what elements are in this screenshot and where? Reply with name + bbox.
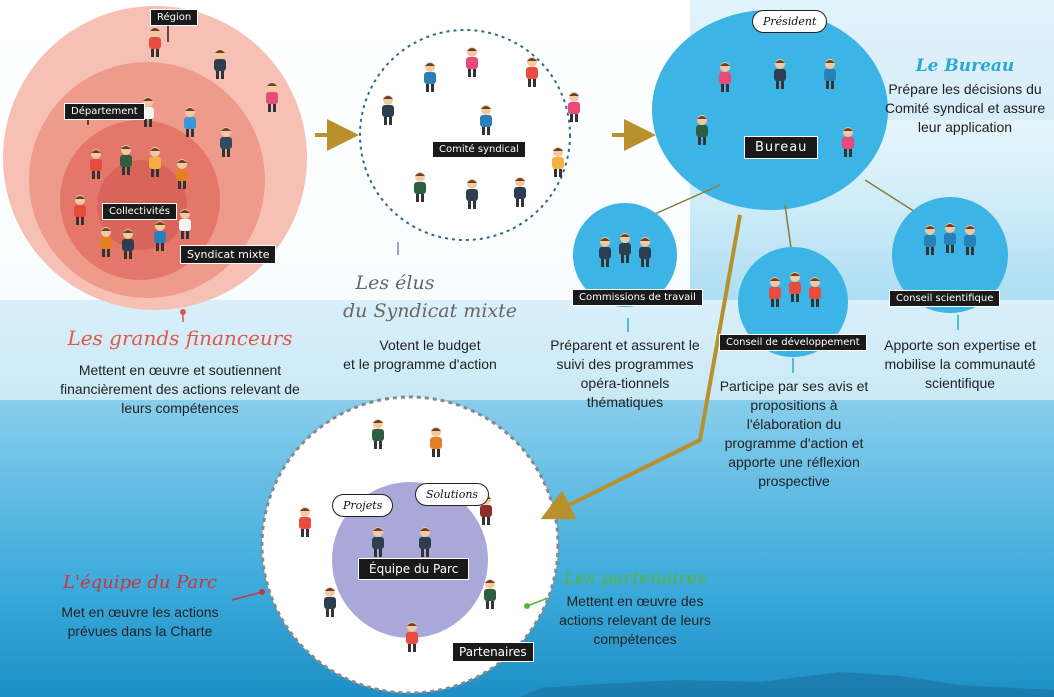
conseil-dev-tag: Conseil de développement xyxy=(719,334,867,351)
person-figure xyxy=(264,81,280,117)
person-figure xyxy=(524,56,540,92)
person-figure xyxy=(597,236,613,272)
person-figure xyxy=(174,158,190,194)
person-figure xyxy=(637,236,653,272)
region-tag: Région xyxy=(150,9,199,26)
person-figure xyxy=(566,91,582,127)
person-figure xyxy=(767,276,783,312)
person-figure xyxy=(428,426,444,462)
financeurs-text: Mettent en œuvre et soutiennent financiè… xyxy=(60,362,300,416)
president-bubble: Président xyxy=(752,10,828,33)
person-figure xyxy=(942,222,958,258)
person-figure xyxy=(694,114,710,150)
syndicat-mixte-tag: Syndicat mixte xyxy=(180,245,277,264)
person-figure xyxy=(88,148,104,184)
person-figure xyxy=(370,526,386,562)
person-figure xyxy=(98,226,114,262)
person-figure xyxy=(380,94,396,130)
person-figure xyxy=(807,276,823,312)
person-figure xyxy=(417,526,433,562)
commissions-text: Préparent et assurent le suivi des progr… xyxy=(550,337,700,410)
person-figure xyxy=(464,46,480,82)
person-figure xyxy=(118,144,134,180)
elus-title-2: du Syndicat mixte xyxy=(343,300,517,322)
person-figure xyxy=(412,171,428,207)
person-figure xyxy=(772,58,788,94)
person-figure xyxy=(787,271,803,307)
partenaires-title: Les partenaires xyxy=(563,568,707,589)
elus-text-1: Votent le budget xyxy=(379,337,481,353)
person-figure xyxy=(182,106,198,142)
commissions-tag: Commissions de travail xyxy=(572,289,703,306)
conseil-sci-circle xyxy=(892,197,1008,313)
partenaires-tag: Partenaires xyxy=(452,642,534,662)
person-figure xyxy=(72,194,88,230)
person-figure xyxy=(177,208,193,244)
equipe-parc-tag: Équipe du Parc xyxy=(358,558,470,580)
person-figure xyxy=(962,224,978,260)
person-figure xyxy=(717,61,733,97)
land-silhouette xyxy=(520,672,1054,697)
conseil-sci-text: Apporte son expertise et mobilise la com… xyxy=(884,337,1036,391)
person-figure xyxy=(922,224,938,260)
bureau-text: Prépare les décisions du Comité syndical… xyxy=(884,81,1046,135)
elus-text-2: et le programme d'action xyxy=(343,356,497,372)
equipe-text: Met en œuvre les actions prévues dans la… xyxy=(61,604,219,639)
financeurs-title: Les grands financeurs xyxy=(67,326,293,350)
solutions-bubble: Solutions xyxy=(415,483,490,506)
person-figure xyxy=(464,178,480,214)
person-figure xyxy=(617,232,633,268)
person-figure xyxy=(512,176,528,212)
person-figure xyxy=(120,228,136,264)
person-figure xyxy=(550,146,566,182)
person-figure xyxy=(478,104,494,140)
departement-tag: Département xyxy=(64,103,145,120)
person-figure xyxy=(147,146,163,182)
bureau-blob xyxy=(652,10,888,210)
comite-syndical-tag: Comité syndical xyxy=(432,141,526,158)
person-figure xyxy=(147,26,163,62)
person-figure xyxy=(482,578,498,614)
bureau-tag: Bureau xyxy=(744,136,819,159)
person-figure xyxy=(422,61,438,97)
person-figure xyxy=(152,220,168,256)
person-figure xyxy=(322,586,338,622)
person-figure xyxy=(370,418,386,454)
person-figure xyxy=(404,621,420,657)
elus-title-1: Les élus xyxy=(355,272,435,294)
partenaires-text: Mettent en œuvre des actions relevant de… xyxy=(559,593,711,647)
person-figure xyxy=(212,48,228,84)
bureau-title: Le Bureau xyxy=(915,56,1015,76)
equipe-title: L'équipe du Parc xyxy=(63,572,217,593)
projets-bubble: Projets xyxy=(332,494,394,517)
person-figure xyxy=(218,126,234,162)
person-figure xyxy=(297,506,313,542)
collectivites-tag: Collectivités xyxy=(102,203,177,220)
person-figure xyxy=(822,58,838,94)
conseil-sci-tag: Conseil scientifique xyxy=(889,290,1001,307)
conseil-dev-text: Participe par ses avis et propositions à… xyxy=(719,378,869,489)
person-figure xyxy=(840,126,856,162)
person-figure xyxy=(140,96,156,132)
